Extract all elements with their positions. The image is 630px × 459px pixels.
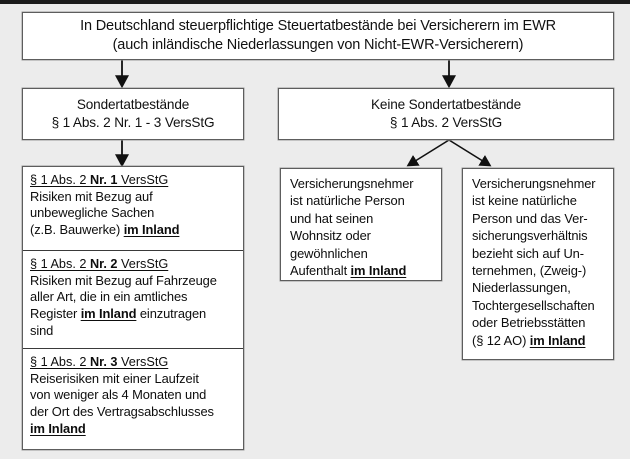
natuerliche-person-box: Versicherungsnehmer ist natürliche Perso… [280,168,442,281]
section-nr1-line-3-pre: (z.B. Bauwerke) [30,222,124,238]
middle-line-6-em: im Inland [350,263,407,279]
section-nr2-heading-a: § 1 Abs. 2 [30,257,90,271]
section-nr3-heading-c: VersStG [117,355,169,369]
right-line-2: ist keine natürliche [472,193,577,209]
section-nr1-line-1: Risiken mit Bezug auf [30,188,153,204]
sonder-line-2: § 1 Abs. 2 Nr. 1 - 3 VersStG [51,115,215,130]
middle-line-1: Versicherungsnehmer [290,176,414,191]
keine-sonder-line-1: Keine Sondertatbestände [371,97,521,112]
section-nr1-heading-a: § 1 Abs. 2 [30,173,90,187]
arrow-branch-left [406,139,450,167]
sonder-line-1: Sondertatbestände [76,97,190,112]
title-box: In Deutschland steuerpflichtige Steuerta… [22,12,614,60]
arrow-branch-right [448,139,492,167]
right-line-10-pre: (§ 12 AO) [472,332,530,348]
section-nr2-heading-c: VersStG [117,257,169,271]
section-nr3-heading-a: § 1 Abs. 2 [30,355,90,369]
middle-line-2: ist natürliche Person [290,193,405,209]
section-nr2-line-2: aller Art, die in ein amtliches [30,289,188,305]
top-edge-bar [0,0,630,4]
keine-natuerliche-person-text: Versicherungsnehmer ist keine natürliche… [472,175,604,349]
section-nr2-line-3-post: einzutragen [136,306,207,322]
middle-line-4: Wohnsitz oder [290,228,371,244]
section-nr3-body: Reiserisiken mit einer Laufzeit von weni… [30,371,236,438]
section-nr3-line-1: Reiserisiken mit einer Laufzeit [30,370,199,386]
right-line-9: oder Betriebsstätten [472,315,586,331]
right-line-5: bezieht sich auf Un- [472,245,584,261]
keine-sondertatbestaende-box: Keine Sondertatbestände § 1 Abs. 2 VersS… [278,88,614,140]
section-nr3-line-4-em: im Inland [30,420,86,436]
section-nr3-line-2: von weniger als 4 Monaten und [30,387,207,403]
section-nr3-heading: § 1 Abs. 2 Nr. 3 VersStG [30,354,236,371]
right-line-6: ternehmen, (Zweig-) [472,263,587,279]
section-nr2-line-3: Register im Inland einzutragen [30,306,236,323]
right-line-7: Niederlassungen, [472,280,571,296]
section-nr1-line-3-em: im Inland [123,222,180,238]
section-nr3: § 1 Abs. 2 Nr. 3 VersStG Reiserisiken mi… [23,348,243,449]
right-line-1: Versicherungsnehmer [472,176,596,191]
section-nr2-line-4: sind [30,322,54,338]
middle-line-5: gewöhnlichen [290,245,368,261]
section-nr3-line-3: der Ort des Vertragsabschlusses [30,404,214,420]
section-nr2-line-3-em: im Inland [80,306,137,322]
right-line-4: sicherungsverhältnis [472,228,588,244]
section-nr3-line-4: im Inland [30,421,236,438]
section-nr2-heading: § 1 Abs. 2 Nr. 2 VersStG [30,256,236,273]
keine-natuerliche-person-box: Versicherungsnehmer ist keine natürliche… [462,168,614,360]
section-nr1: § 1 Abs. 2 Nr. 1 VersStG Risiken mit Bez… [23,167,243,250]
section-nr2-line-1: Risiken mit Bezug auf Fahrzeuge [30,272,217,288]
section-nr1-line-2: unbewegliche Sachen [30,205,155,221]
section-nr1-line-3: (z.B. Bauwerke) im Inland [30,222,236,239]
section-nr2-body: Risiken mit Bezug auf Fahrzeuge aller Ar… [30,273,236,340]
keine-sonder-line-2: § 1 Abs. 2 VersStG [389,115,503,130]
title-line-1: In Deutschland steuerpflichtige Steuerta… [80,18,556,34]
section-nr1-heading-b: Nr. 1 [89,173,118,187]
right-line-10: (§ 12 AO) im Inland [472,332,604,349]
section-nr1-body: Risiken mit Bezug auf unbewegliche Sache… [30,189,236,239]
section-nr1-heading: § 1 Abs. 2 Nr. 1 VersStG [30,172,236,189]
sondertatbestaende-box: Sondertatbestände § 1 Abs. 2 Nr. 1 - 3 V… [22,88,244,140]
right-line-8: Tochtergesellschaften [472,297,595,313]
middle-line-6: Aufenthalt im Inland [290,262,432,279]
middle-line-6-pre: Aufenthalt [290,263,351,279]
middle-line-3: und hat seinen [290,210,374,226]
left-sections-box: § 1 Abs. 2 Nr. 1 VersStG Risiken mit Bez… [22,166,244,450]
section-nr2-heading-b: Nr. 2 [89,257,118,271]
section-nr2: § 1 Abs. 2 Nr. 2 VersStG Risiken mit Bez… [23,250,243,348]
right-line-3: Person und das Ver- [472,210,588,226]
section-nr3-heading-b: Nr. 3 [89,355,118,369]
natuerliche-person-text: Versicherungsnehmer ist natürliche Perso… [290,175,432,279]
title-line-2: (auch inländische Niederlassungen von Ni… [112,37,524,53]
section-nr2-line-3-pre: Register [30,306,81,322]
section-nr1-heading-c: VersStG [117,173,169,187]
right-line-10-em: im Inland [529,332,586,348]
